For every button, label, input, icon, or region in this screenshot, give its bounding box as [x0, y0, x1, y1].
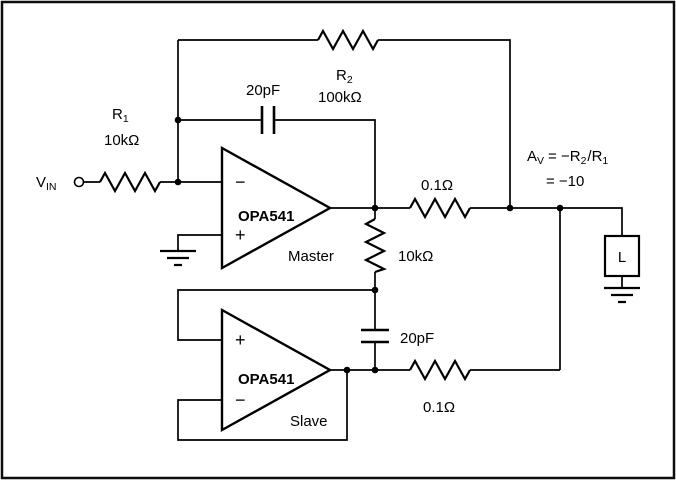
master-part-label: OPA541 [238, 208, 294, 225]
noninverting-ground-wire [177, 234, 222, 251]
slave-plus-wire [177, 289, 375, 341]
slave-cap-value-label: 20pF [400, 330, 434, 347]
junction-dot [506, 204, 514, 212]
gain-annotation: AV= −R2/R1 = −10 [527, 148, 608, 190]
load-label: L [618, 249, 626, 266]
master-inverting-sign: − [235, 172, 246, 192]
share-resistor-value-label: 10kΩ [398, 248, 433, 265]
comp-cap-wire [178, 119, 376, 208]
slave-opamp: + OPA541 − Slave 0.1Ω [220, 307, 471, 433]
wiring [84, 39, 623, 441]
vin-label: VIN [36, 174, 57, 193]
r2-value-label: 100kΩ [318, 89, 362, 106]
comp-cap-value-label: 20pF [246, 82, 280, 99]
r2-resistor [317, 28, 379, 52]
junction-dot [174, 116, 182, 124]
gain-formula: AV= −R2/R1 [527, 148, 608, 167]
slave-capacitor [361, 328, 389, 344]
slave-noninverting-sign: + [235, 330, 246, 350]
master-opamp: − OPA541 + Master [160, 145, 334, 271]
ground-icon-master [160, 249, 196, 267]
interstage-network: 0.1Ω 10kΩ 20pF [361, 177, 471, 347]
share-resistor [363, 218, 387, 274]
load-box [603, 234, 641, 278]
comp-capacitor [260, 106, 276, 134]
slave-inverting-sign: − [235, 390, 246, 410]
load-network: L [603, 234, 641, 304]
junction-dot [174, 178, 182, 186]
sense-resistor-top [409, 196, 471, 220]
slave-role-label: Slave [290, 413, 328, 430]
vin-terminal-icon [73, 176, 85, 188]
slave-part-label: OPA541 [238, 371, 294, 388]
output-wire [330, 207, 623, 236]
r2-name-label: R2 [336, 67, 353, 86]
junction-dot [343, 366, 351, 374]
feedback-network: R2 100kΩ 20pF [246, 28, 379, 134]
r1-name-label: R1 [112, 106, 129, 125]
junction-dots [174, 116, 564, 374]
junction-dot [371, 366, 379, 374]
junction-dot [556, 204, 564, 212]
r1-value-label: 10kΩ [104, 132, 139, 149]
master-opamp-triangle [220, 145, 333, 271]
master-noninverting-sign: + [235, 225, 246, 245]
sense-bottom-value-label: 0.1Ω [423, 399, 455, 416]
ground-icon-load [604, 286, 640, 304]
slave-feedback-wire [177, 370, 348, 441]
input-network: VIN R1 10kΩ [36, 106, 161, 194]
sense-top-value-label: 0.1Ω [421, 177, 453, 194]
sense-resistor-bottom [409, 358, 471, 382]
r1-resistor [99, 170, 161, 194]
junction-dot [371, 204, 379, 212]
feedback-top-wire [177, 39, 511, 208]
junction-dot [371, 286, 379, 294]
gain-result: = −10 [546, 173, 584, 190]
slave-opamp-triangle [220, 307, 333, 433]
master-role-label: Master [288, 248, 334, 265]
